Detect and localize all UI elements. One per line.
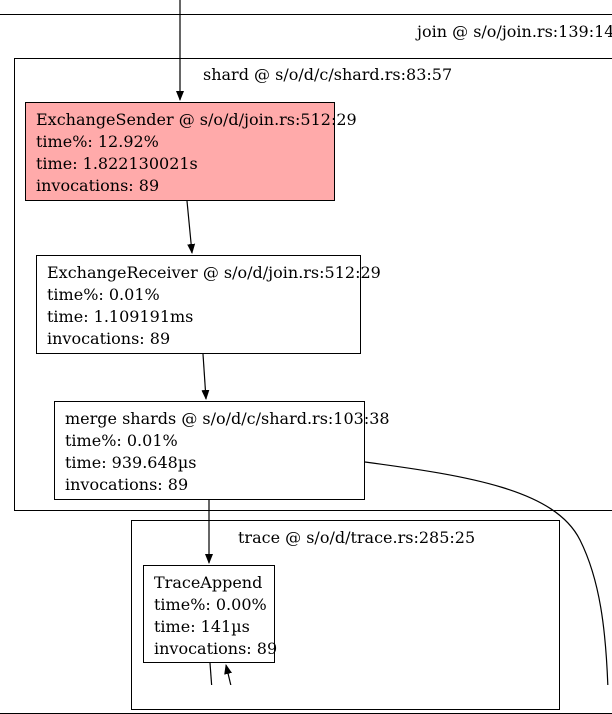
- node-title: TraceAppend: [154, 573, 263, 592]
- node-time-percent: time%: 0.01%: [47, 285, 160, 304]
- node-merge-shards[interactable]: merge shards @ s/o/d/c/shard.rs:103:38 t…: [54, 401, 390, 500]
- node-time: time: 1.109191ms: [47, 307, 194, 326]
- node-time-percent: time%: 0.01%: [65, 431, 178, 450]
- node-invocations: invocations: 89: [47, 329, 171, 348]
- node-time: time: 939.648µs: [65, 453, 197, 472]
- node-trace-append[interactable]: TraceAppend time%: 0.00% time: 141µs inv…: [143, 565, 278, 663]
- node-title: ExchangeReceiver @ s/o/d/join.rs:512:29: [47, 263, 381, 282]
- node-exchange-sender[interactable]: ExchangeSender @ s/o/d/join.rs:512:29 ti…: [25, 102, 357, 201]
- node-time: time: 1.822130021s: [36, 154, 198, 173]
- node-invocations: invocations: 89: [65, 475, 189, 494]
- cluster-join-label: join @ s/o/join.rs:139:14: [417, 22, 612, 41]
- node-time-percent: time%: 0.00%: [154, 595, 267, 614]
- cluster-shard-label: shard @ s/o/d/c/shard.rs:83:57: [203, 65, 453, 84]
- node-time: time: 141µs: [154, 617, 250, 636]
- node-exchange-receiver[interactable]: ExchangeReceiver @ s/o/d/join.rs:512:29 …: [36, 255, 381, 354]
- node-time-percent: time%: 12.92%: [36, 132, 159, 151]
- node-invocations: invocations: 89: [154, 639, 278, 658]
- node-title: merge shards @ s/o/d/c/shard.rs:103:38: [65, 409, 390, 428]
- node-title: ExchangeSender @ s/o/d/join.rs:512:29: [36, 110, 357, 129]
- node-invocations: invocations: 89: [36, 176, 160, 195]
- cluster-trace-label: trace @ s/o/d/trace.rs:285:25: [238, 528, 476, 547]
